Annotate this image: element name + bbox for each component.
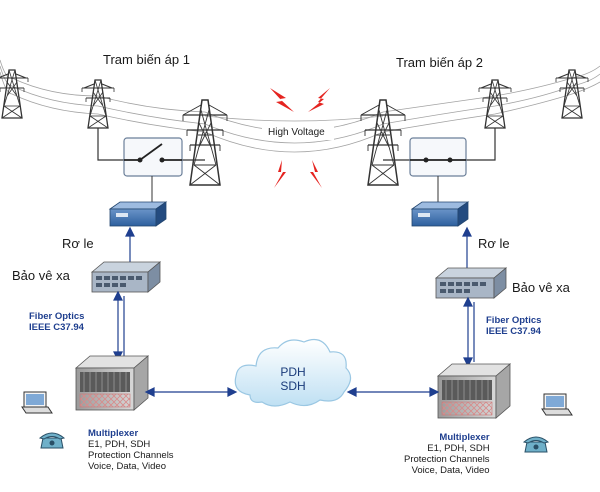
tower-left: [81, 79, 115, 129]
high-voltage-bg: [262, 124, 334, 140]
mux-line1-left: E1, PDH, SDH: [88, 439, 151, 450]
laptop-icon-right: [541, 393, 573, 416]
laptop-icon-left: [21, 391, 53, 414]
network-cloud: [234, 339, 352, 407]
fiber-line2-right: IEEE C37.94: [486, 326, 541, 337]
substation-1-label: Tram biến áp 1: [103, 52, 190, 67]
mux-label-left: Multiplexer E1, PDH, SDH Protection Chan…: [88, 428, 174, 472]
mux-line1-right: E1, PDH, SDH: [427, 443, 490, 454]
multiplexer-left: [74, 355, 150, 411]
mux-label-right: Multiplexer E1, PDH, SDH Protection Chan…: [404, 432, 490, 476]
lightning-bolts: [270, 88, 330, 188]
mux-title-left: Multiplexer: [88, 428, 139, 439]
multiplexer-right: [436, 363, 512, 419]
fiber-line1-left: Fiber Optics: [29, 311, 85, 322]
fiber-line1-right: Fiber Optics: [486, 315, 542, 326]
left-feeder: [97, 128, 124, 161]
teleprotection-right: [434, 267, 508, 299]
relay-right: [410, 201, 470, 227]
mux-line3-right: Voice, Data, Video: [411, 465, 490, 476]
mux-line2-right: Protection Channels: [404, 454, 490, 465]
teleprotection-label-left: Bảo vê xa: [12, 268, 70, 283]
mux-line3-left: Voice, Data, Video: [88, 461, 166, 472]
fiber-line2-left: IEEE C37.94: [29, 322, 84, 333]
high-voltage-label: High Voltage: [268, 127, 325, 138]
cloud-label: PDH SDH: [268, 365, 318, 393]
fiber-label-left: Fiber Optics IEEE C37.94: [29, 311, 84, 333]
right-feeder-2: [466, 128, 496, 161]
tower-main-left: [182, 99, 228, 186]
relay-teleprotection-links: [125, 226, 472, 268]
phone-icon-right: [523, 436, 549, 453]
mux-line2-left: Protection Channels: [88, 450, 174, 461]
relay-label-right: Rơ le: [478, 236, 510, 251]
fiber-links: [113, 290, 475, 368]
tower-main-right: [360, 99, 406, 186]
relay-left: [108, 201, 168, 227]
cloud-line2: SDH: [280, 379, 306, 393]
fiber-label-right: Fiber Optics IEEE C37.94: [486, 315, 541, 337]
cloud-line1: PDH: [280, 365, 306, 379]
teleprotection-label-right: Bảo vê xa: [512, 280, 570, 295]
mux-cloud-links: [144, 387, 440, 397]
mux-title-right: Multiplexer: [439, 432, 490, 443]
teleprotection-left: [90, 261, 162, 293]
breaker-left: [123, 137, 183, 177]
relay-label-left: Rơ le: [62, 236, 94, 251]
breaker-right: [409, 137, 467, 177]
phone-icon-left: [39, 432, 65, 449]
substation-2-label: Tram biến áp 2: [396, 55, 483, 70]
